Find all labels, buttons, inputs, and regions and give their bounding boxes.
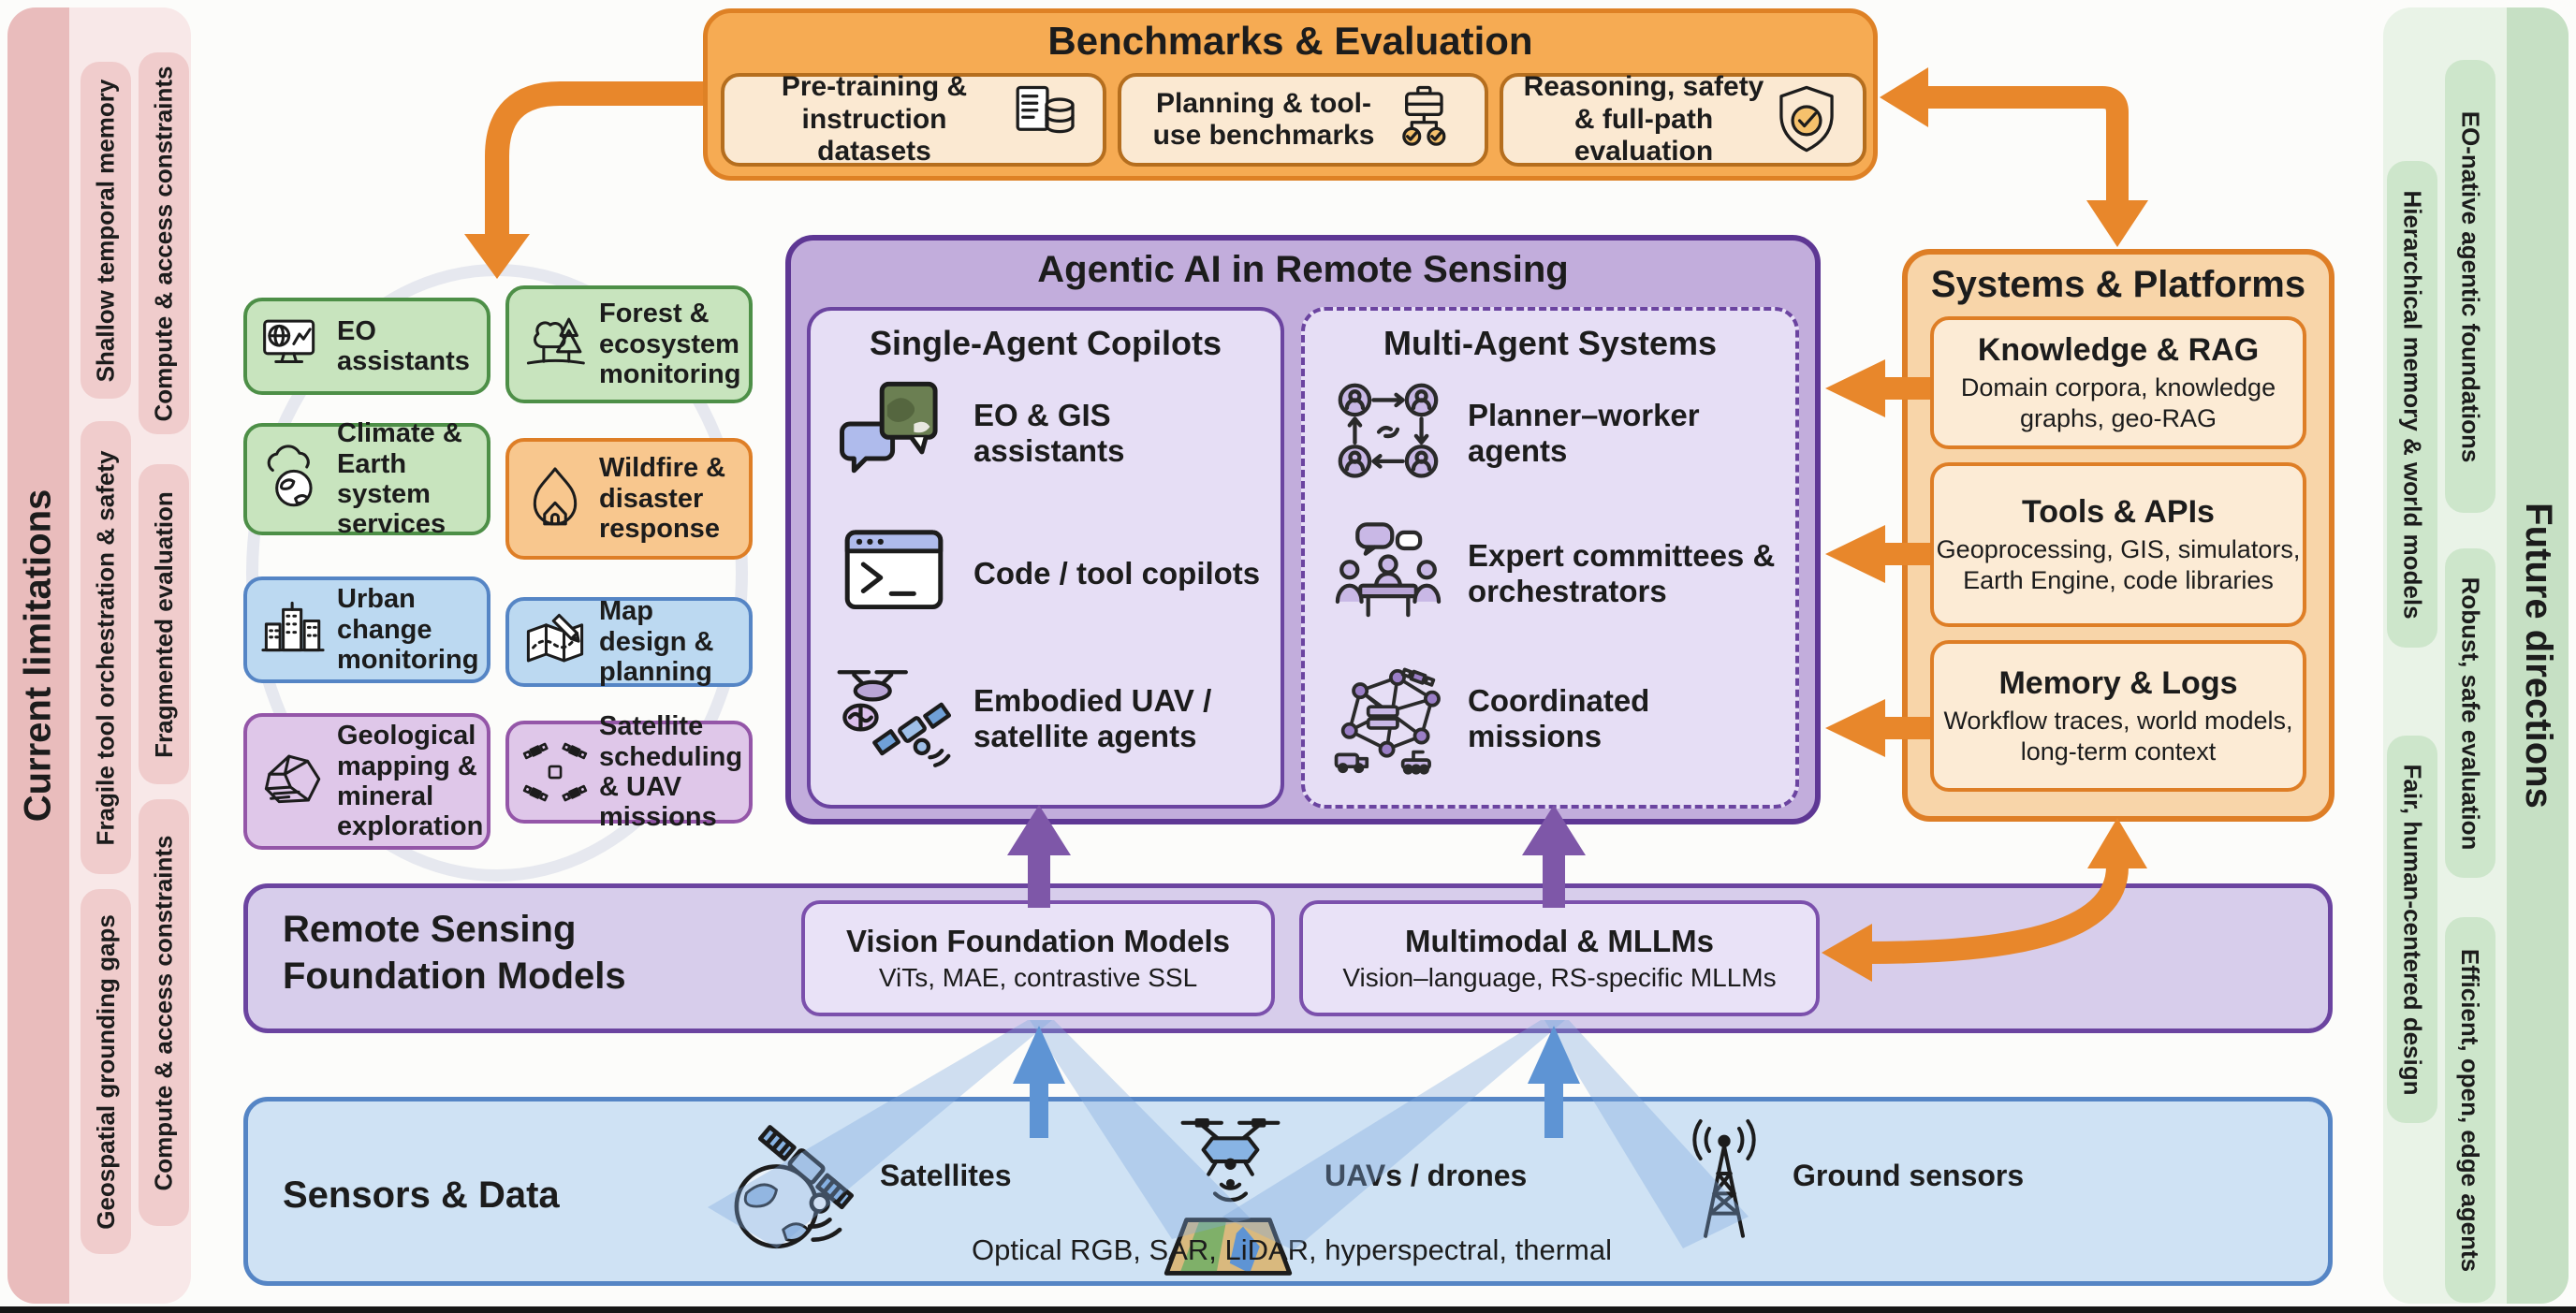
multi-agent-item: Coordinated missions xyxy=(1305,644,1795,794)
limitation-pill: Compute & access constraints xyxy=(139,52,189,434)
briefcase-flowchart-icon xyxy=(1389,80,1468,159)
application-box: Satellite scheduling & UAV missions xyxy=(505,711,753,832)
multi-agent-item: Expert committees & orchestrators xyxy=(1305,503,1795,644)
cloud-earth-icon xyxy=(256,443,329,516)
vision-foundation-models-box: Vision Foundation Models ViTs, MAE, cont… xyxy=(801,900,1275,1016)
shield-check-icon xyxy=(1767,80,1846,159)
benchmarks-systems-elbow-arrow xyxy=(1880,67,2148,247)
documents-database-icon xyxy=(1007,80,1086,159)
future-pill: Hierarchical memory & world models xyxy=(2387,161,2437,648)
systems-platforms-title: Systems & Platforms xyxy=(1930,264,2306,305)
multi-agent-item: Planner–worker agents xyxy=(1305,363,1795,503)
current-limitations-strip: Current limitations xyxy=(7,7,69,1304)
sensors-data-title: Sensors & Data xyxy=(283,1174,560,1216)
mission-network-icon xyxy=(1318,659,1458,779)
benchmark-card: Reasoning, safety & full-path evaluation xyxy=(1500,71,1866,167)
application-box: Wildfire & disaster response xyxy=(505,438,753,560)
satellite-cluster-icon xyxy=(519,736,592,809)
single-agent-item: Code / tool copilots xyxy=(811,503,1281,644)
single-agent-title: Single-Agent Copilots xyxy=(870,324,1222,362)
multimodal-mllms-box: Multimodal & MLLMs Vision–language, RS-s… xyxy=(1299,900,1820,1016)
drone-brain-satellite-icon xyxy=(824,659,964,779)
terrain-map-icon xyxy=(1153,1213,1303,1280)
sensor-label-satellites: Satellites xyxy=(880,1159,1012,1192)
map-pencil-icon xyxy=(519,605,592,678)
application-box: Climate & Earth system services xyxy=(243,418,490,539)
buildings-icon xyxy=(256,593,329,666)
trees-icon xyxy=(519,308,592,381)
application-box: EO assistants xyxy=(243,298,490,395)
future-pill: Fair, human-centered design xyxy=(2387,736,2437,1123)
application-box: Geological mapping & mineral exploration xyxy=(243,713,490,850)
application-box: Urban change monitoring xyxy=(243,576,490,683)
sensor-label-ground: Ground sensors xyxy=(1793,1159,2025,1192)
figure-bottom-rule xyxy=(0,1306,2576,1313)
future-pill: Robust, safe evaluation xyxy=(2445,548,2496,878)
benchmark-card: Pre-training & instruction datasets xyxy=(721,71,1106,167)
drone-icon xyxy=(1172,1110,1289,1213)
terminal-window-icon xyxy=(824,514,964,634)
radio-tower-icon xyxy=(1668,1102,1780,1252)
sensor-label-uavs: UAVs / drones xyxy=(1325,1159,1528,1192)
single-agent-panel: Single-Agent Copilots EO & GIS assistant… xyxy=(807,307,1284,809)
limitation-pill: Shallow temporal memory xyxy=(80,62,131,399)
future-pill: Efficient, open, edge agents xyxy=(2445,917,2496,1303)
systems-card-memory-logs: Memory & Logs Workflow traces, world mod… xyxy=(1930,640,2306,792)
multi-agent-panel: Multi-Agent Systems Planner–worker agent… xyxy=(1301,307,1799,809)
benchmarks-title: Benchmarks & Evaluation xyxy=(1047,19,1533,63)
flame-house-icon xyxy=(519,462,592,535)
chat-satellite-image-icon xyxy=(824,373,964,493)
benchmarks-to-applications-arrow xyxy=(464,81,703,279)
benchmark-card: Planning & tool-use benchmarks xyxy=(1118,73,1488,167)
limitation-pill: Fragmented evaluation xyxy=(139,464,189,784)
limitation-pill: Fragile tool orchestration & safety xyxy=(80,421,131,874)
earth-satellite-icon xyxy=(713,1110,863,1260)
current-limitations-title: Current limitations xyxy=(17,489,59,823)
monitor-globe-icon xyxy=(256,310,329,383)
agentic-ai-title: Agentic AI in Remote Sensing xyxy=(1037,249,1569,290)
foundation-models-title: Remote Sensing Foundation Models xyxy=(283,909,626,997)
single-agent-item: EO & GIS assistants xyxy=(811,363,1281,503)
future-directions-strip: Future directions xyxy=(2507,7,2569,1304)
committee-table-icon xyxy=(1318,514,1458,634)
agent-cycle-icon xyxy=(1318,373,1458,493)
future-pill: EO-native agentic foundations xyxy=(2445,60,2496,513)
single-agent-item: Embodied UAV / satellite agents xyxy=(811,644,1281,794)
limitation-pill: Geospatial grounding gaps xyxy=(80,889,131,1254)
systems-card-tools-apis: Tools & APIs Geoprocessing, GIS, simulat… xyxy=(1930,462,2306,627)
sensors-data-band xyxy=(243,1097,2333,1286)
rock-icon xyxy=(256,745,329,818)
application-box: Map design & planning xyxy=(505,596,753,687)
multi-agent-title: Multi-Agent Systems xyxy=(1383,324,1718,362)
application-box: Forest & ecosystem monitoring xyxy=(505,285,753,403)
future-directions-title: Future directions xyxy=(2517,503,2559,809)
systems-card-knowledge-rag: Knowledge & RAG Domain corpora, knowledg… xyxy=(1930,316,2306,449)
sensor-modalities-caption: Optical RGB, SAR, LiDAR, hyperspectral, … xyxy=(972,1233,1612,1266)
limitation-pill: Compute & access constraints xyxy=(139,799,189,1226)
